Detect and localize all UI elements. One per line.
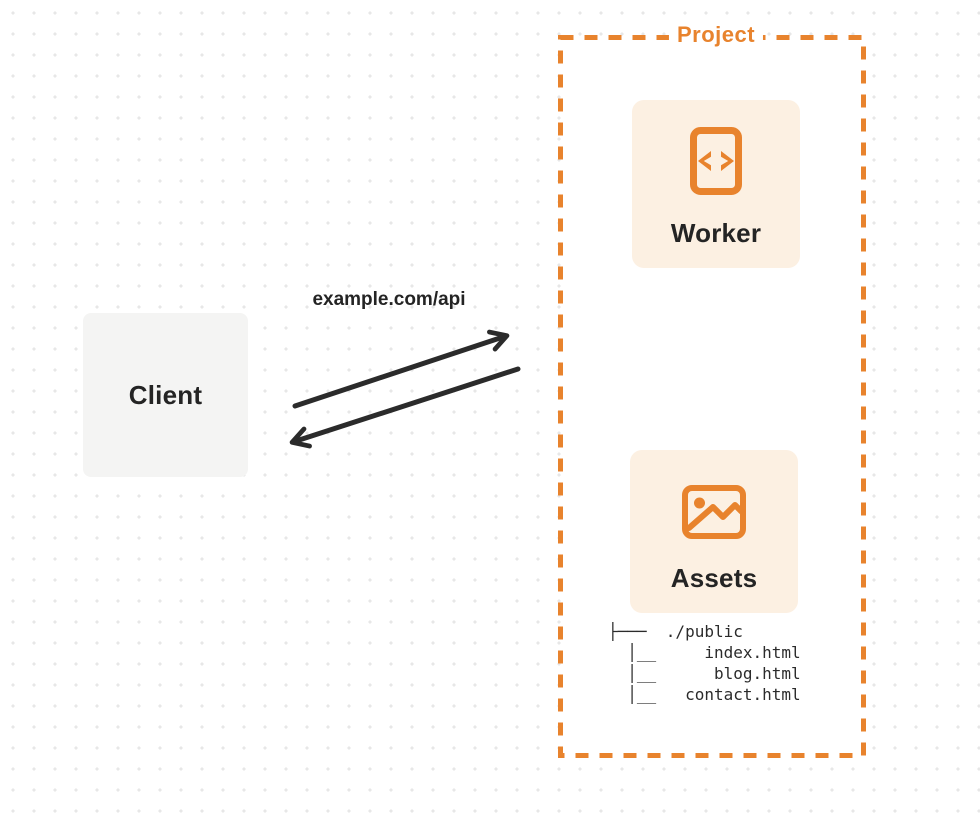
response-arrow bbox=[289, 366, 521, 449]
file-tree: ├─── ./public │__ index.html │__ blog.ht… bbox=[608, 621, 801, 705]
project-label: Project bbox=[668, 22, 764, 48]
tree-line-root: ├─── ./public bbox=[608, 622, 743, 641]
tree-line-contact: │__ contact.html bbox=[608, 685, 801, 704]
tree-line-blog: │__ blog.html bbox=[608, 664, 801, 683]
client-label: Client bbox=[128, 380, 203, 410]
client-card: Client bbox=[83, 313, 248, 477]
code-file-icon bbox=[690, 127, 742, 195]
worker-card: Worker bbox=[632, 100, 800, 268]
worker-label: Worker bbox=[670, 218, 762, 248]
assets-label: Assets bbox=[670, 563, 758, 593]
tree-line-index: │__ index.html bbox=[608, 643, 801, 662]
request-arrow bbox=[292, 329, 510, 409]
image-icon bbox=[682, 485, 746, 539]
request-url-label: example.com/api bbox=[312, 289, 466, 310]
assets-card: Assets bbox=[630, 450, 798, 613]
